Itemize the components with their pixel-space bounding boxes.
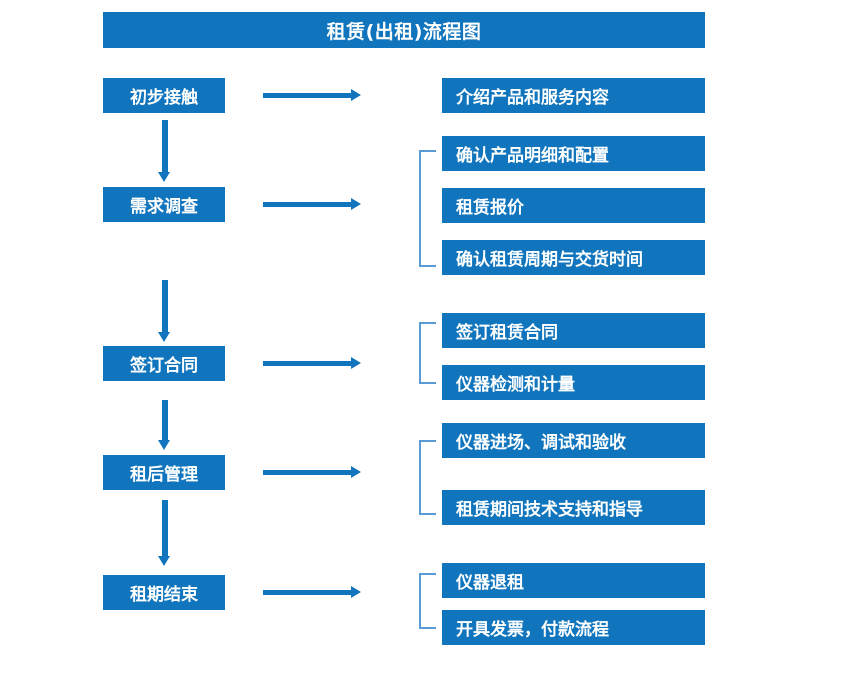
detail-box-3-1[interactable]: 签订租赁合同 [442,313,705,348]
group-bracket-5 [419,573,436,629]
arrow-right-icon-4 [263,466,361,478]
detail-box-2-3[interactable]: 确认租赁周期与交货时间 [442,240,705,275]
arrow-right-icon-5 [263,586,361,598]
stage-box-4[interactable]: 租后管理 [103,455,225,490]
stage-box-5[interactable]: 租期结束 [103,575,225,610]
diagram-title: 租赁(出租)流程图 [103,12,705,48]
detail-box-3-2[interactable]: 仪器检测和计量 [442,365,705,400]
stage-box-3[interactable]: 签订合同 [103,346,225,381]
group-bracket-4 [419,440,436,515]
detail-box-4-2[interactable]: 租赁期间技术支持和指导 [442,490,705,525]
detail-box-2-2[interactable]: 租赁报价 [442,188,705,223]
arrow-right-icon-3 [263,357,361,369]
detail-box-5-2[interactable]: 开具发票，付款流程 [442,610,705,645]
detail-box-1-1[interactable]: 介绍产品和服务内容 [442,78,705,113]
group-bracket-2 [419,150,436,267]
stage-box-1[interactable]: 初步接触 [103,78,225,113]
stage-box-2[interactable]: 需求调查 [103,187,225,222]
detail-box-4-1[interactable]: 仪器进场、调试和验收 [442,423,705,458]
arrow-right-icon-2 [263,198,361,210]
detail-box-5-1[interactable]: 仪器退租 [442,563,705,598]
group-bracket-3 [419,322,436,384]
detail-box-2-1[interactable]: 确认产品明细和配置 [442,136,705,171]
arrow-right-icon-1 [263,89,361,101]
